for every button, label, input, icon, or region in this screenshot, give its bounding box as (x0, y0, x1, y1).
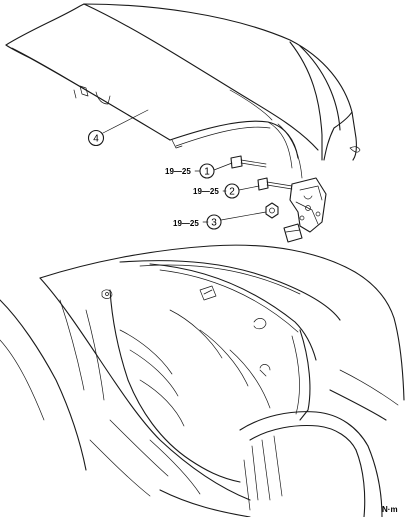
callout-1-number: 1 (204, 167, 210, 178)
soft-top-assembly (5, 3, 361, 243)
callout-2-torque: 19—25 (193, 187, 219, 196)
callout-4-number: 4 (93, 134, 99, 145)
callout-2: 19—25 2 (193, 183, 260, 199)
vehicle-body (0, 244, 405, 517)
callout-3-number: 3 (211, 218, 217, 229)
bolt-2 (257, 177, 293, 191)
callout-1: 19—25 1 (165, 162, 233, 179)
nut-3 (265, 202, 279, 219)
torque-unit-label: N·m (382, 505, 398, 514)
bolt-1 (230, 155, 267, 169)
callout-1-torque: 19—25 (165, 167, 191, 176)
callout-2-number: 2 (229, 187, 235, 198)
callout-4: 4 (87, 109, 149, 147)
callout-3-torque: 19—25 (173, 219, 199, 228)
callout-3: 19—25 3 (173, 211, 267, 230)
